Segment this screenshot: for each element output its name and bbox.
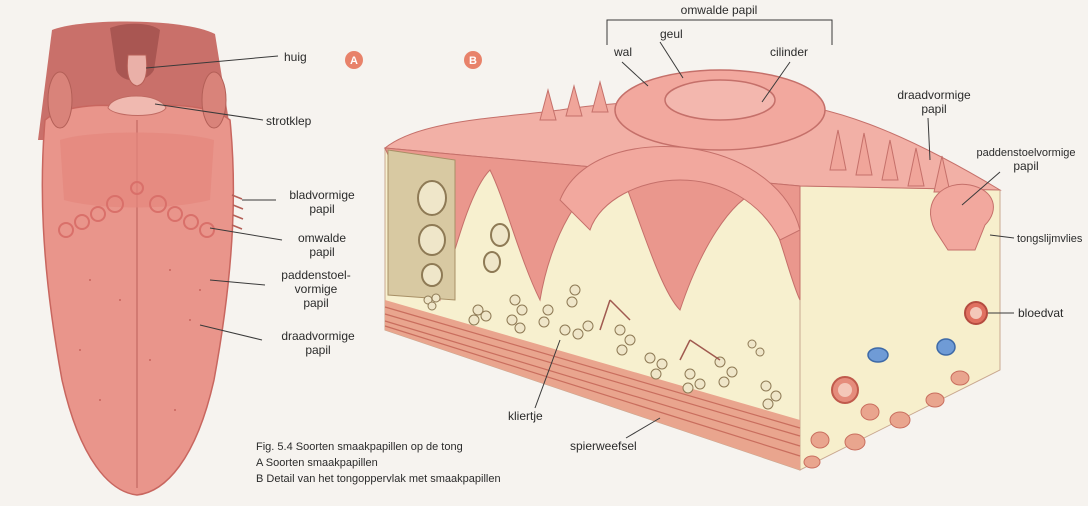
label-strotklep: strotklep xyxy=(266,114,312,128)
label-paddenstoel-3: papil xyxy=(303,296,328,310)
leader-strotklep xyxy=(154,103,264,121)
label-paddenstoel-2: vormige xyxy=(295,282,338,296)
label-omwalde-2: papil xyxy=(309,245,334,259)
label-tongslijmvlies: tongslijmvlies xyxy=(1017,233,1083,245)
label-omwalde-1: omwalde xyxy=(298,231,346,245)
label-bloedvat: bloedvat xyxy=(1018,306,1064,320)
badge-b xyxy=(464,51,482,69)
label-draadvormige-2: papil xyxy=(305,343,330,357)
label-paddenstoel-1: paddenstoel- xyxy=(281,268,350,282)
label-bladvormige-2: papil xyxy=(309,202,334,216)
label-kliertje: kliertje xyxy=(508,409,543,423)
fungiform-papilla xyxy=(929,183,994,251)
leader-kliertje xyxy=(534,339,561,409)
blood-vessels xyxy=(803,301,988,469)
tonsil-right xyxy=(201,71,227,129)
muscle-layer xyxy=(384,300,801,470)
tissue-block-illustration: B xyxy=(383,3,1083,471)
caption-line-1: Fig. 5.4 Soorten smaakpapillen op de ton… xyxy=(256,441,463,453)
leader-cilinder xyxy=(761,61,791,103)
throat-cavity xyxy=(110,23,160,81)
label-huig: huig xyxy=(284,50,307,64)
label-wal: wal xyxy=(613,45,632,59)
label-cilinder: cilinder xyxy=(770,45,808,59)
leader-draadvormige xyxy=(199,324,263,341)
label-paddenstoel-b-2: papil xyxy=(1013,159,1038,173)
label-draadvormige-1: draadvormige xyxy=(281,329,355,343)
tonsil-left xyxy=(47,71,73,129)
figure-caption: Fig. 5.4 Soorten smaakpapillen op de ton… xyxy=(256,441,501,485)
tongue-illustration: A huig strotklep bladvormige papil omwal… xyxy=(38,21,363,496)
bracket-omwalde-papil xyxy=(606,19,833,45)
leader-huig xyxy=(145,55,279,69)
foliate-papillae-ridges xyxy=(231,194,244,230)
gland-cross-sections xyxy=(387,149,510,301)
gland-ducts xyxy=(599,299,721,361)
leader-paddenstoel xyxy=(209,279,266,286)
caption-line-2: A Soorten smaakpapillen xyxy=(256,457,378,469)
label-draadvormige-b-2: papil xyxy=(921,102,946,116)
gland-clusters xyxy=(423,284,782,410)
badge-a xyxy=(345,51,363,69)
leader-tongslijmvlies xyxy=(989,234,1015,239)
badge-a-label: A xyxy=(350,55,358,67)
label-spierweefsel: spierweefsel xyxy=(570,439,637,453)
leader-omwalde xyxy=(209,227,283,241)
label-draadvormige-b-1: draadvormige xyxy=(897,88,971,102)
leader-spierweefsel xyxy=(625,417,661,439)
vallate-papillae-row xyxy=(58,181,215,238)
papilla-section xyxy=(559,146,801,241)
epiglottis xyxy=(107,95,167,116)
vallate-papilla-cylinder xyxy=(664,79,776,121)
tongue-root xyxy=(60,132,214,208)
leader-wal xyxy=(621,61,649,87)
label-paddenstoel-b-1: paddenstoelvormige xyxy=(976,147,1075,159)
caption-line-3: B Detail van het tongoppervlak met smaak… xyxy=(256,473,501,485)
papillae-dots xyxy=(79,269,201,411)
uvula xyxy=(126,54,148,87)
leader-geul xyxy=(659,41,684,79)
label-omwalde-papil: omwalde papil xyxy=(681,3,758,17)
badge-b-label: B xyxy=(469,55,477,67)
label-geul: geul xyxy=(660,27,683,41)
leader-draadvormige-b xyxy=(927,117,931,161)
filiform-papillae xyxy=(539,80,951,193)
label-bladvormige-1: bladvormige xyxy=(289,188,355,202)
leader-paddenstoel-b xyxy=(961,171,1001,206)
